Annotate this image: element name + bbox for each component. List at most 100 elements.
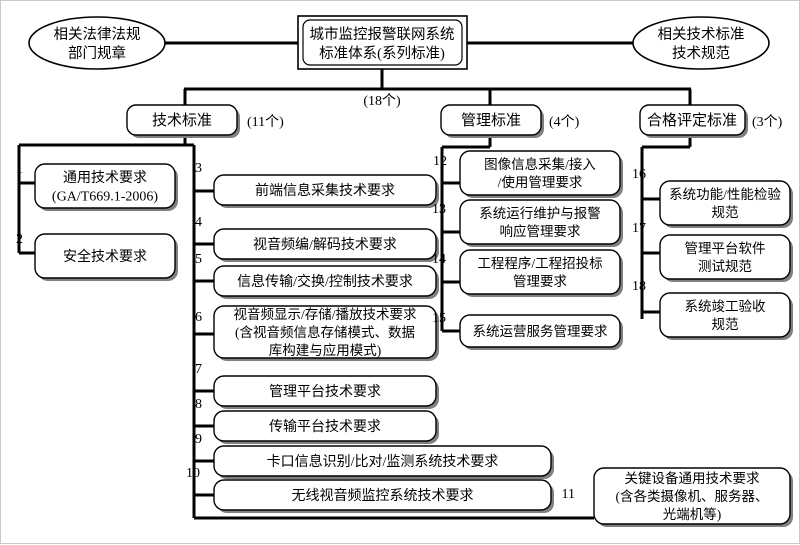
right-ellipse-shape: [632, 16, 770, 70]
standard-item-4[interactable]: 视音频编/解码技术要求 4: [195, 215, 439, 262]
standard-item-17-line2: 测试规范: [698, 259, 752, 274]
standard-item-16-box: [659, 180, 791, 226]
standard-item-10-line1: 无线视音频监控系统技术要求: [292, 487, 474, 504]
standard-item-14-number: 14: [432, 252, 446, 267]
category-conformity-box: [639, 104, 746, 136]
standard-item-10-box: [213, 479, 552, 511]
standard-item-6-box: [213, 305, 437, 359]
standard-item-2-line1: 安全技术要求: [63, 248, 147, 265]
standard-item-1-box: [34, 163, 176, 209]
standard-item-10[interactable]: 无线视音频监控系统技术要求 10: [186, 466, 554, 513]
connector-lines: [17, 41, 692, 520]
root-count-label: (18个): [363, 93, 401, 109]
standard-item-8-number: 8: [195, 397, 202, 412]
standard-item-12[interactable]: 图像信息采集/接入/使用管理要求 12: [433, 150, 623, 198]
standard-item-15-number: 15: [432, 311, 446, 326]
category-management-box: [440, 104, 542, 136]
standard-item-13-line2: 响应管理要求: [500, 223, 581, 239]
root-node[interactable]: 城市监控报警联网系统 标准体系(系列标准): [297, 15, 468, 70]
standard-item-7-line1: 管理平台技术要求: [269, 384, 381, 400]
standard-item-18-number: 18: [632, 279, 646, 294]
standard-item-3-line1: 前端信息采集技术要求: [255, 182, 395, 199]
standard-item-1-line2: (GA/T669.1-2006): [52, 189, 158, 204]
left-ellipse-shape: [28, 16, 166, 70]
standard-item-15-line1: 系统运营服务管理要求: [473, 324, 608, 339]
left-ellipse-line2: 部门规章: [68, 44, 126, 62]
root-inner-frame: [302, 19, 463, 66]
standard-item-8-box: [213, 410, 437, 442]
standard-item-3-box: [213, 174, 437, 206]
standard-item-16-number: 16: [632, 167, 646, 182]
standard-item-5-box: [213, 265, 437, 297]
standard-item-12-line1: 图像信息采集/接入: [484, 156, 596, 172]
standard-item-6-line3: 库构建与应用模式): [269, 342, 382, 358]
standard-item-1[interactable]: 通用技术要求(GA/T669.1-2006)1: [16, 162, 178, 211]
category-node-conformity[interactable]: 合格评定标准: [639, 104, 748, 138]
category-node-management[interactable]: 管理标准: [440, 104, 544, 138]
left-ellipse-node[interactable]: 相关法律法规 部门规章: [28, 16, 166, 70]
standard-item-17-number: 17: [632, 221, 646, 236]
standard-item-18-line1: 系统竣工验收: [685, 299, 766, 314]
standard-item-16-line1: 系统功能/性能检验: [669, 187, 781, 202]
standard-item-7[interactable]: 管理平台技术要求 7: [195, 362, 439, 409]
standard-item-10-number: 10: [186, 466, 200, 481]
root-title-line2: 标准体系(系列标准): [319, 45, 445, 62]
standard-item-14-box: [459, 249, 621, 295]
standard-item-9-box: [213, 445, 552, 477]
standard-item-1-number: 1: [16, 162, 23, 177]
category-tech-box: [126, 104, 238, 136]
standard-item-2[interactable]: 安全技术要求 2: [16, 232, 178, 281]
standard-item-3[interactable]: 前端信息采集技术要求 3: [195, 161, 439, 208]
standard-item-3-number: 3: [195, 161, 202, 176]
standard-item-11-line2: (含各类摄像机、服务器、: [616, 489, 769, 504]
standard-item-17-box: [659, 234, 791, 280]
standard-item-12-number: 12: [433, 154, 447, 169]
standard-item-2-box: [34, 233, 176, 279]
standard-item-17-line1: 管理平台软件: [685, 241, 766, 256]
standard-item-4-number: 4: [195, 215, 202, 230]
root-title-line1: 城市监控报警联网系统: [310, 26, 455, 43]
category-tech-count: (11个): [247, 114, 284, 130]
standard-item-5-number: 5: [195, 252, 202, 267]
standard-item-12-line2: /使用管理要求: [498, 174, 583, 190]
standard-items-layer: 通用技术要求(GA/T669.1-2006)1安全技术要求2前端信息采集技术要求…: [16, 150, 793, 527]
standard-item-11-line3: 光端机等): [663, 506, 722, 522]
category-tech-label: 技术标准: [152, 112, 212, 129]
category-conformity-count: (3个): [752, 114, 783, 130]
standard-item-15[interactable]: 系统运营服务管理要求 15: [432, 311, 623, 350]
standard-item-8-line1: 传输平台技术要求: [269, 419, 381, 435]
category-management-count: (4个): [549, 114, 580, 130]
standard-item-11-number: 11: [562, 487, 575, 502]
standard-item-9-number: 9: [195, 432, 202, 447]
standard-item-8[interactable]: 传输平台技术要求 8: [195, 397, 439, 444]
standard-item-12-box: [459, 150, 621, 196]
category-node-tech[interactable]: 技术标准: [126, 104, 240, 138]
standard-item-7-number: 7: [195, 362, 202, 377]
standard-item-13-line1: 系统运行维护与报警: [479, 206, 601, 221]
standard-item-15-box: [459, 314, 621, 348]
standard-item-16-line2: 规范: [712, 205, 739, 220]
standard-item-11[interactable]: 关键设备通用技术要求 (含各类摄像机、服务器、光端机等) 11: [562, 467, 793, 527]
standard-item-11-line1: 关键设备通用技术要求: [625, 470, 760, 486]
right-ellipse-line2: 技术规范: [672, 45, 730, 62]
standard-item-2-number: 2: [16, 232, 23, 247]
right-ellipse-node[interactable]: 相关技术标准 技术规范: [632, 16, 770, 70]
standard-item-6-line1: 视音频显示/存储/播放技术要求: [233, 306, 417, 322]
standard-item-4-line1: 视音频编/解码技术要求: [253, 236, 397, 253]
standard-item-13-number: 13: [432, 202, 446, 217]
standard-item-4-box: [213, 228, 437, 260]
right-ellipse-line1: 相关技术标准: [658, 26, 745, 43]
category-conformity-label: 合格评定标准: [647, 112, 737, 129]
standard-item-9-line1: 卡口信息识别/比对/监测系统技术要求: [267, 453, 499, 470]
standard-item-18-box: [659, 292, 791, 338]
standard-item-9[interactable]: 卡口信息识别/比对/监测系统技术要求 9: [195, 432, 554, 479]
